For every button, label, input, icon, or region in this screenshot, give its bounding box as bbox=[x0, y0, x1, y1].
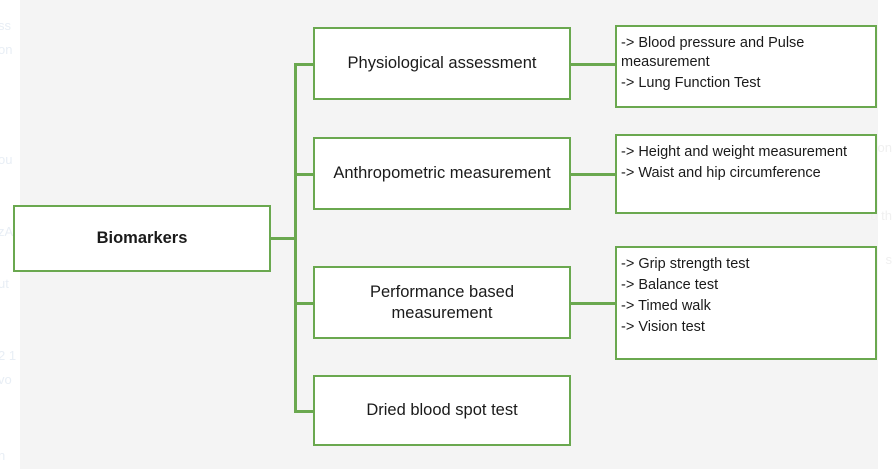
background-text-fragment: ss bbox=[0, 18, 11, 33]
branch-node-label: Performance based measurement bbox=[370, 283, 514, 322]
root-node-label: Biomarkers bbox=[96, 229, 188, 248]
connector-branch-2-to-details bbox=[569, 173, 617, 176]
branch-node-anthropometric-measurement[interactable]: Anthropometric measurement bbox=[313, 137, 571, 210]
background-text-fragment: ut bbox=[0, 276, 9, 291]
detail-box-physiological-assessment[interactable]: -> Blood pressure and Pulse measurement … bbox=[615, 25, 877, 108]
detail-item: -> Timed walk bbox=[621, 297, 711, 314]
detail-box-performance-based-measurement[interactable]: -> Grip strength test -> Balance test ->… bbox=[615, 246, 877, 360]
connector-trunk-to-branch-1 bbox=[294, 63, 314, 66]
background-text-fragment: ou bbox=[0, 152, 13, 167]
connector-root-stub bbox=[270, 237, 297, 240]
connector-trunk-to-branch-3 bbox=[294, 302, 314, 305]
detail-item: -> Balance test bbox=[621, 276, 719, 293]
background-text-fragment: n bbox=[0, 448, 6, 463]
branch-node-label: Dried blood spot test bbox=[366, 401, 518, 420]
detail-item: -> Vision test bbox=[621, 318, 705, 335]
connector-trunk bbox=[294, 63, 297, 411]
branch-node-performance-based-measurement[interactable]: Performance based measurement bbox=[313, 266, 571, 339]
background-text-fragment: vo bbox=[0, 372, 12, 387]
background-text-fragment: s bbox=[885, 252, 893, 267]
detail-item: -> Grip strength test bbox=[621, 256, 750, 272]
connector-trunk-to-branch-2 bbox=[294, 173, 314, 176]
background-text-fragment: on bbox=[877, 140, 892, 155]
connector-branch-3-to-details bbox=[569, 302, 617, 305]
branch-node-label: Physiological assessment bbox=[347, 54, 537, 73]
branch-node-dried-blood-spot-test[interactable]: Dried blood spot test bbox=[313, 375, 571, 446]
connector-trunk-to-branch-4 bbox=[294, 410, 314, 413]
detail-item: -> Lung Function Test bbox=[621, 74, 761, 91]
detail-item: -> Blood pressure and Pulse measurement bbox=[621, 35, 805, 70]
branch-node-label: Anthropometric measurement bbox=[333, 164, 551, 183]
detail-item: -> Height and weight measurement bbox=[621, 144, 848, 160]
detail-item: -> Waist and hip circumference bbox=[621, 164, 821, 181]
background-text-fragment: 2 1 bbox=[0, 348, 17, 363]
background-text-fragment: on bbox=[0, 42, 13, 57]
branch-node-physiological-assessment[interactable]: Physiological assessment bbox=[313, 27, 571, 100]
background-text-fragment: zA bbox=[0, 224, 14, 239]
root-node-biomarkers[interactable]: Biomarkers bbox=[13, 205, 271, 272]
detail-box-anthropometric-measurement[interactable]: -> Height and weight measurement -> Wais… bbox=[615, 134, 877, 214]
connector-branch-1-to-details bbox=[569, 63, 617, 66]
